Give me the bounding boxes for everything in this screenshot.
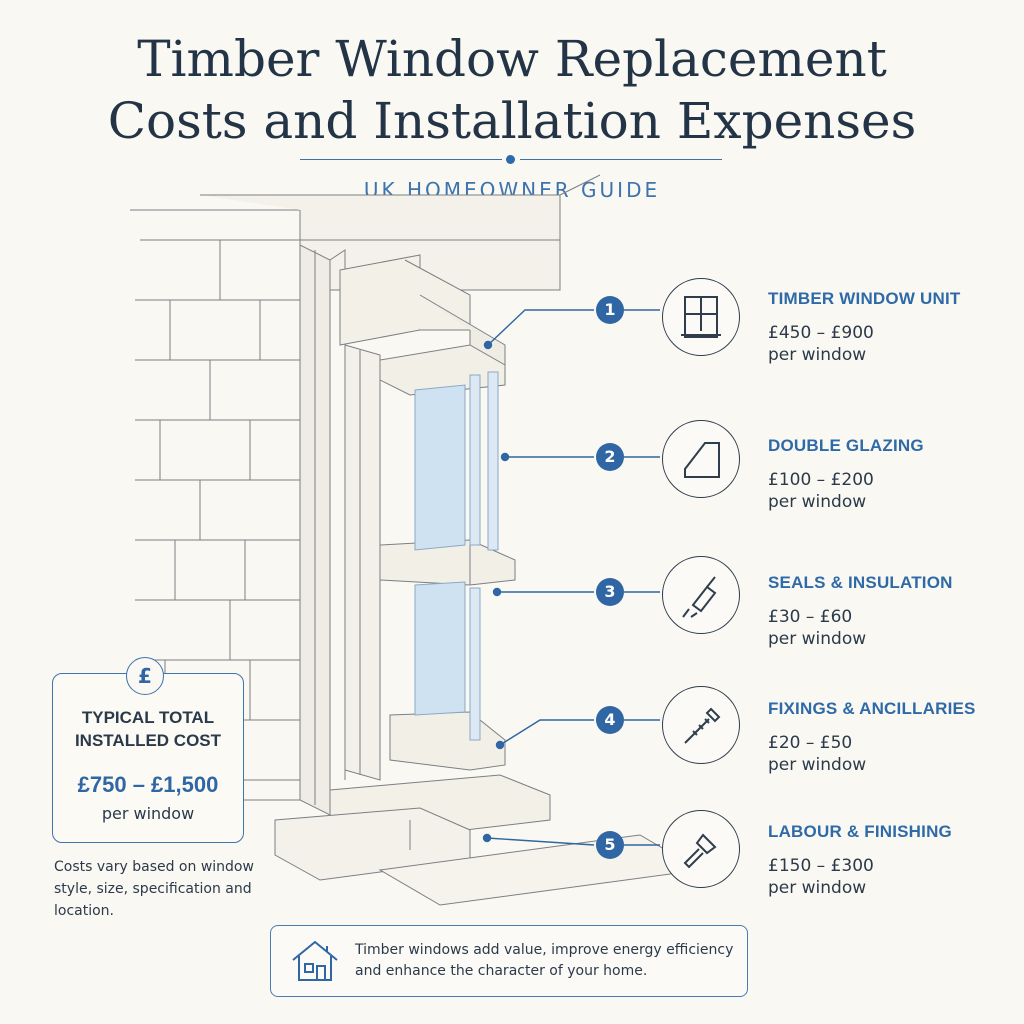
cost-price: £150 – £300	[768, 856, 874, 876]
cost-title: DOUBLE GLAZING	[768, 436, 924, 455]
paintbrush-icon	[662, 810, 740, 888]
glass-pane-icon	[662, 420, 740, 498]
window-icon	[662, 278, 740, 356]
cost-price: £30 – £60	[768, 607, 853, 627]
cost-price: £100 – £200	[768, 470, 874, 490]
title-line-2: Costs and Installation Expenses	[107, 92, 917, 150]
total-price: £750 – £1,500	[77, 772, 219, 797]
cost-item-window-unit: TIMBER WINDOW UNIT £450 – £900 per windo…	[768, 289, 1018, 365]
cost-title: LABOUR & FINISHING	[768, 822, 952, 841]
divider-dot	[506, 155, 515, 164]
cost-unit: per window	[768, 492, 867, 512]
total-label: TYPICAL TOTAL INSTALLED COST	[53, 706, 243, 752]
cost-title: TIMBER WINDOW UNIT	[768, 289, 961, 308]
marker-5: 5	[596, 831, 624, 859]
total-cost-box: TYPICAL TOTAL INSTALLED COST £750 – £1,5…	[52, 673, 244, 843]
cost-item-double-glazing: DOUBLE GLAZING £100 – £200 per window	[768, 436, 1018, 512]
marker-1: 1	[596, 296, 624, 324]
sealant-tube-icon	[662, 556, 740, 634]
total-label-line-1: TYPICAL TOTAL	[81, 708, 215, 727]
total-unit: per window	[101, 804, 195, 823]
cost-title: FIXINGS & ANCILLARIES	[768, 699, 976, 718]
cost-unit: per window	[768, 878, 867, 898]
total-label-line-2: INSTALLED COST	[74, 731, 222, 750]
cost-note: Costs vary based on window style, size, …	[54, 859, 254, 919]
footer-banner: Timber windows add value, improve energy…	[270, 925, 748, 997]
marker-4: 4	[596, 706, 624, 734]
cost-price: £20 – £50	[768, 733, 853, 753]
cost-price: £450 – £900	[768, 323, 874, 343]
marker-3: 3	[596, 578, 624, 606]
cost-unit: per window	[768, 629, 867, 649]
marker-2: 2	[596, 443, 624, 471]
cost-item-seals-insulation: SEALS & INSULATION £30 – £60 per window	[768, 573, 1018, 649]
divider-right	[520, 159, 722, 160]
page-title: Timber Window Replacement Costs and Inst…	[0, 28, 1024, 152]
footer-text: Timber windows add value, improve energy…	[355, 942, 734, 979]
cost-unit: per window	[768, 345, 867, 365]
cost-item-labour: LABOUR & FINISHING £150 – £300 per windo…	[768, 822, 1018, 898]
house-icon	[292, 940, 338, 981]
divider-left	[300, 159, 502, 160]
cost-unit: per window	[768, 755, 867, 775]
cost-item-fixings: FIXINGS & ANCILLARIES £20 – £50 per wind…	[768, 699, 1018, 775]
screw-icon	[662, 686, 740, 764]
pound-icon: £	[126, 657, 164, 695]
title-line-1: Timber Window Replacement	[137, 30, 887, 88]
cost-title: SEALS & INSULATION	[768, 573, 953, 592]
